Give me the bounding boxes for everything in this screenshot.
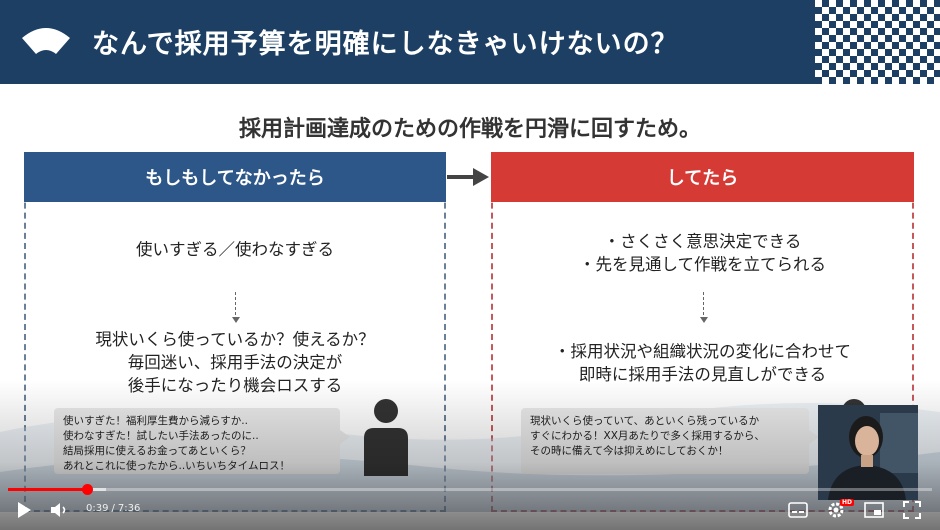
bubble-right-line: 現状いくら使っていて、あといくら残っているか [530, 415, 760, 427]
panel-right-heading: してたら [491, 152, 914, 202]
panel-left-heading: もしもしてなかったら [24, 152, 446, 202]
bubble-left-line: 使いすぎた！福利厚生費から減らすか.. [63, 415, 248, 427]
left-line-2a: 現状いくら使っているか？使えるか？ [95, 330, 375, 349]
fullscreen-icon [903, 501, 921, 519]
settings-button[interactable] [824, 500, 848, 520]
volume-icon [51, 503, 66, 517]
subtitles-button[interactable] [786, 500, 810, 520]
duration: 7:36 [117, 503, 141, 514]
scrubber-handle[interactable] [82, 484, 94, 495]
slide-title: なんで採用予算を明確にしなきゃいけないの？ [92, 29, 679, 60]
time-display: 0:39/7:36 [86, 503, 141, 514]
bubble-left-line: 使わなすぎた！試したい手法あったのに.. [63, 430, 259, 442]
presenter-silhouette [818, 405, 918, 500]
right-line-1a: ・さくさく意思決定できる [603, 232, 802, 251]
slide-subtitle: 採用計画達成のための作戦を円滑に回すため。 [238, 117, 701, 142]
bubble-left-line: あれとこれに使ったから..いちいちタイムロス！ [63, 460, 290, 472]
hd-badge: HD [840, 499, 855, 506]
left-down-arrow [232, 292, 240, 323]
current-time: 0:39 [86, 503, 109, 514]
settings-icon [828, 502, 844, 518]
person-icon [364, 399, 408, 476]
bubble-right-line: その時に備えて今は抑えめにしておくか！ [530, 445, 729, 457]
miniplayer-icon [864, 502, 884, 518]
play-icon [18, 502, 31, 518]
subtitles-icon [788, 502, 808, 518]
left-line-2c: 後手になったり機会ロスする [127, 376, 343, 395]
played-bar [8, 488, 88, 491]
speech-bubble-left: 使いすぎた！福利厚生費から減らすか.. 使わなすぎた！試したい手法あったのに..… [54, 408, 350, 474]
right-line-2b: 即時に採用手法の見直しができる [578, 365, 827, 384]
bubble-right-line: すぐにわかる！XX月あたりで多く採用するから、 [530, 430, 765, 442]
fan-icon [22, 28, 70, 54]
arrow-right-icon [447, 168, 489, 186]
speech-bubble-right: 現状いくら使っていて、あといくら残っているか すぐにわかる！XX月あたりで多く採… [521, 408, 819, 474]
right-down-arrow [699, 292, 708, 323]
slide-header: なんで採用予算を明確にしなきゃいけないの？ [0, 0, 940, 84]
right-line-1b: ・先を見通して作戦を立てられる [578, 255, 826, 274]
checker-pattern [815, 0, 940, 84]
presenter-webcam [818, 405, 918, 500]
progress-bar[interactable] [8, 484, 932, 495]
miniplayer-button[interactable] [862, 500, 886, 520]
play-button[interactable] [12, 500, 36, 520]
fullscreen-button[interactable] [900, 500, 924, 520]
right-line-2a: ・採用状況や組織状況の変化に合わせて [554, 342, 851, 361]
left-line-1: 使いすぎる／使わなすぎる [136, 240, 334, 259]
left-line-2b: 毎回迷い、採用手法の決定が [127, 353, 343, 372]
volume-button[interactable] [48, 500, 72, 520]
bubble-left-line: 結局採用に使えるお金ってあといくら？ [63, 445, 251, 457]
